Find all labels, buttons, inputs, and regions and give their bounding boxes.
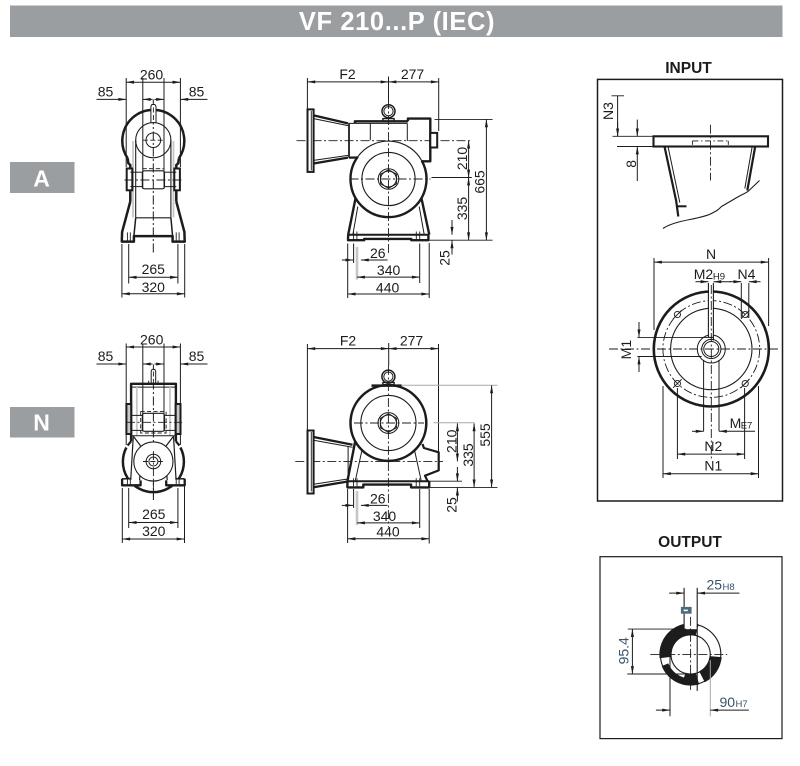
svg-text:260: 260 — [140, 331, 164, 347]
svg-text:95.4: 95.4 — [615, 637, 631, 664]
svg-text:440: 440 — [376, 524, 400, 540]
svg-text:85: 85 — [98, 348, 114, 364]
svg-text:N4: N4 — [738, 266, 756, 282]
svg-text:M2: M2 — [694, 266, 714, 282]
svg-text:277: 277 — [400, 333, 424, 349]
svg-text:320: 320 — [142, 523, 166, 539]
svg-text:OUTPUT: OUTPUT — [658, 534, 722, 551]
svg-text:25: 25 — [436, 250, 452, 266]
svg-text:H9: H9 — [713, 272, 725, 283]
svg-text:340: 340 — [373, 508, 397, 524]
svg-text:N: N — [706, 246, 716, 262]
svg-text:26: 26 — [370, 245, 386, 261]
svg-text:335: 335 — [454, 197, 470, 221]
svg-text:H7: H7 — [736, 699, 748, 710]
svg-text:M1: M1 — [618, 340, 634, 360]
svg-text:320: 320 — [142, 279, 166, 295]
svg-text:335: 335 — [460, 443, 476, 467]
svg-text:F2: F2 — [339, 66, 356, 82]
svg-text:A: A — [33, 166, 50, 192]
svg-text:M: M — [730, 415, 742, 431]
svg-text:665: 665 — [472, 170, 488, 194]
svg-text:H8: H8 — [723, 582, 735, 593]
svg-text:85: 85 — [98, 84, 114, 100]
svg-text:E7: E7 — [741, 421, 753, 432]
svg-text:210: 210 — [454, 147, 470, 171]
svg-text:N1: N1 — [704, 458, 722, 474]
svg-text:265: 265 — [142, 506, 166, 522]
svg-text:260: 260 — [140, 66, 164, 82]
svg-text:VF 210...P (IEC): VF 210...P (IEC) — [299, 8, 495, 36]
svg-text:N2: N2 — [704, 438, 722, 454]
svg-text:277: 277 — [401, 66, 425, 82]
svg-text:85: 85 — [189, 84, 205, 100]
svg-text:85: 85 — [189, 348, 205, 364]
svg-text:26: 26 — [370, 491, 386, 507]
svg-text:555: 555 — [477, 423, 493, 447]
svg-text:265: 265 — [142, 261, 166, 277]
svg-text:340: 340 — [377, 262, 401, 278]
svg-text:210: 210 — [444, 429, 460, 453]
svg-text:440: 440 — [376, 280, 400, 296]
svg-text:8: 8 — [623, 160, 639, 168]
svg-text:90: 90 — [720, 694, 736, 710]
svg-text:INPUT: INPUT — [665, 60, 712, 77]
svg-text:25: 25 — [443, 497, 459, 513]
svg-text:F2: F2 — [340, 333, 357, 349]
svg-text:N: N — [33, 410, 50, 436]
svg-text:N3: N3 — [600, 102, 616, 120]
svg-text:25: 25 — [707, 577, 723, 593]
